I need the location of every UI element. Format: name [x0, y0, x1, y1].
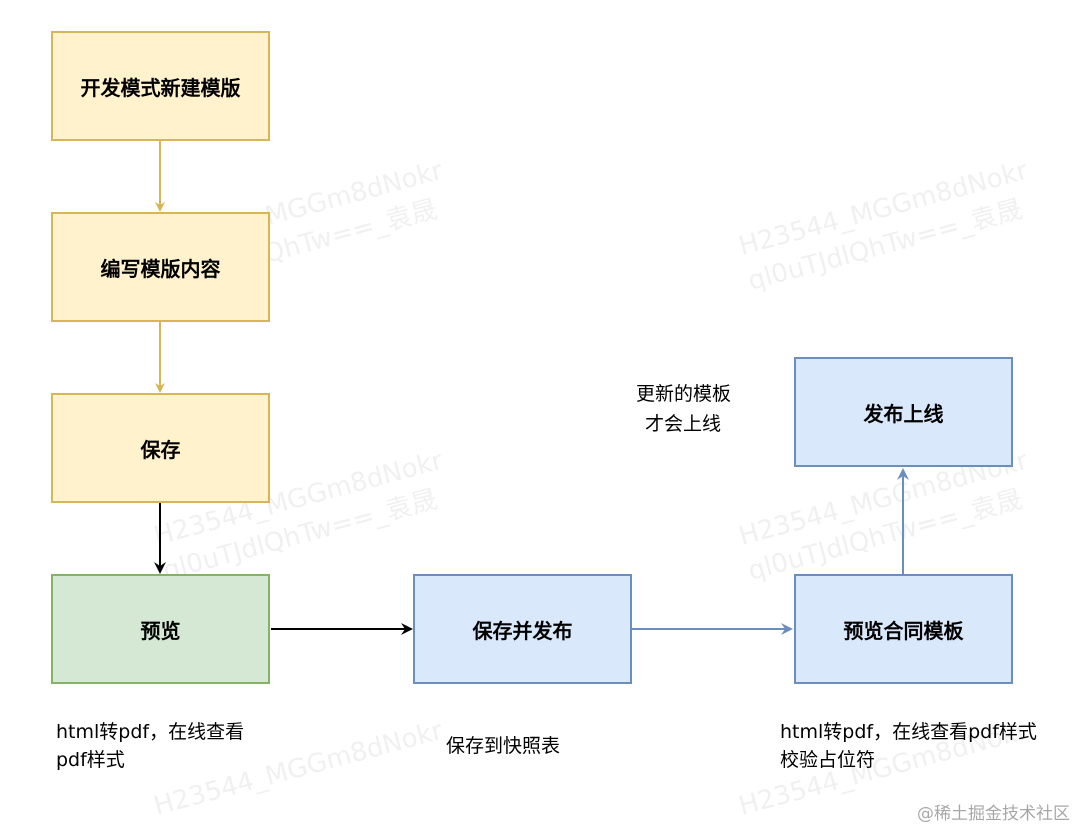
- node-save: 保存: [51, 393, 270, 503]
- node-preview: 预览: [51, 574, 270, 684]
- node-save-publish: 保存并发布: [413, 574, 632, 684]
- publish-note-line-2: 才会上线: [645, 413, 722, 435]
- preview-note-line-1: html转pdf，在线查看: [56, 721, 245, 743]
- preview-note-line-2: pdf样式: [56, 749, 125, 771]
- node-preview-contract: 预览合同模板: [794, 574, 1013, 684]
- preview-note: html转pdf，在线查看 pdf样式: [56, 718, 244, 774]
- node-preview-label: 预览: [140, 618, 181, 643]
- node-save-label: 保存: [140, 437, 181, 462]
- node-create-template-label: 开发模式新建模版: [80, 75, 241, 100]
- publish-note: 更新的模板 才会上线: [636, 379, 731, 439]
- preview-contract-note: html转pdf，在线查看pdf样式 校验占位符: [780, 718, 1037, 774]
- publish-note-line-1: 更新的模板: [636, 383, 732, 405]
- node-preview-contract-label: 预览合同模板: [843, 618, 964, 643]
- node-create-template: 开发模式新建模版: [51, 31, 270, 141]
- brand-watermark: @稀土掘金技术社区: [917, 804, 1070, 824]
- node-write-content-label: 编写模版内容: [100, 256, 221, 281]
- node-save-publish-label: 保存并发布: [472, 618, 573, 643]
- node-publish-online-label: 发布上线: [863, 401, 944, 426]
- preview-contract-note-line-2: 校验占位符: [780, 749, 876, 771]
- save-publish-note: 保存到快照表: [446, 732, 560, 760]
- preview-contract-note-line-1: html转pdf，在线查看pdf样式: [780, 721, 1037, 743]
- node-publish-online: 发布上线: [794, 357, 1013, 467]
- save-publish-note-text: 保存到快照表: [446, 735, 561, 757]
- node-write-content: 编写模版内容: [51, 212, 270, 322]
